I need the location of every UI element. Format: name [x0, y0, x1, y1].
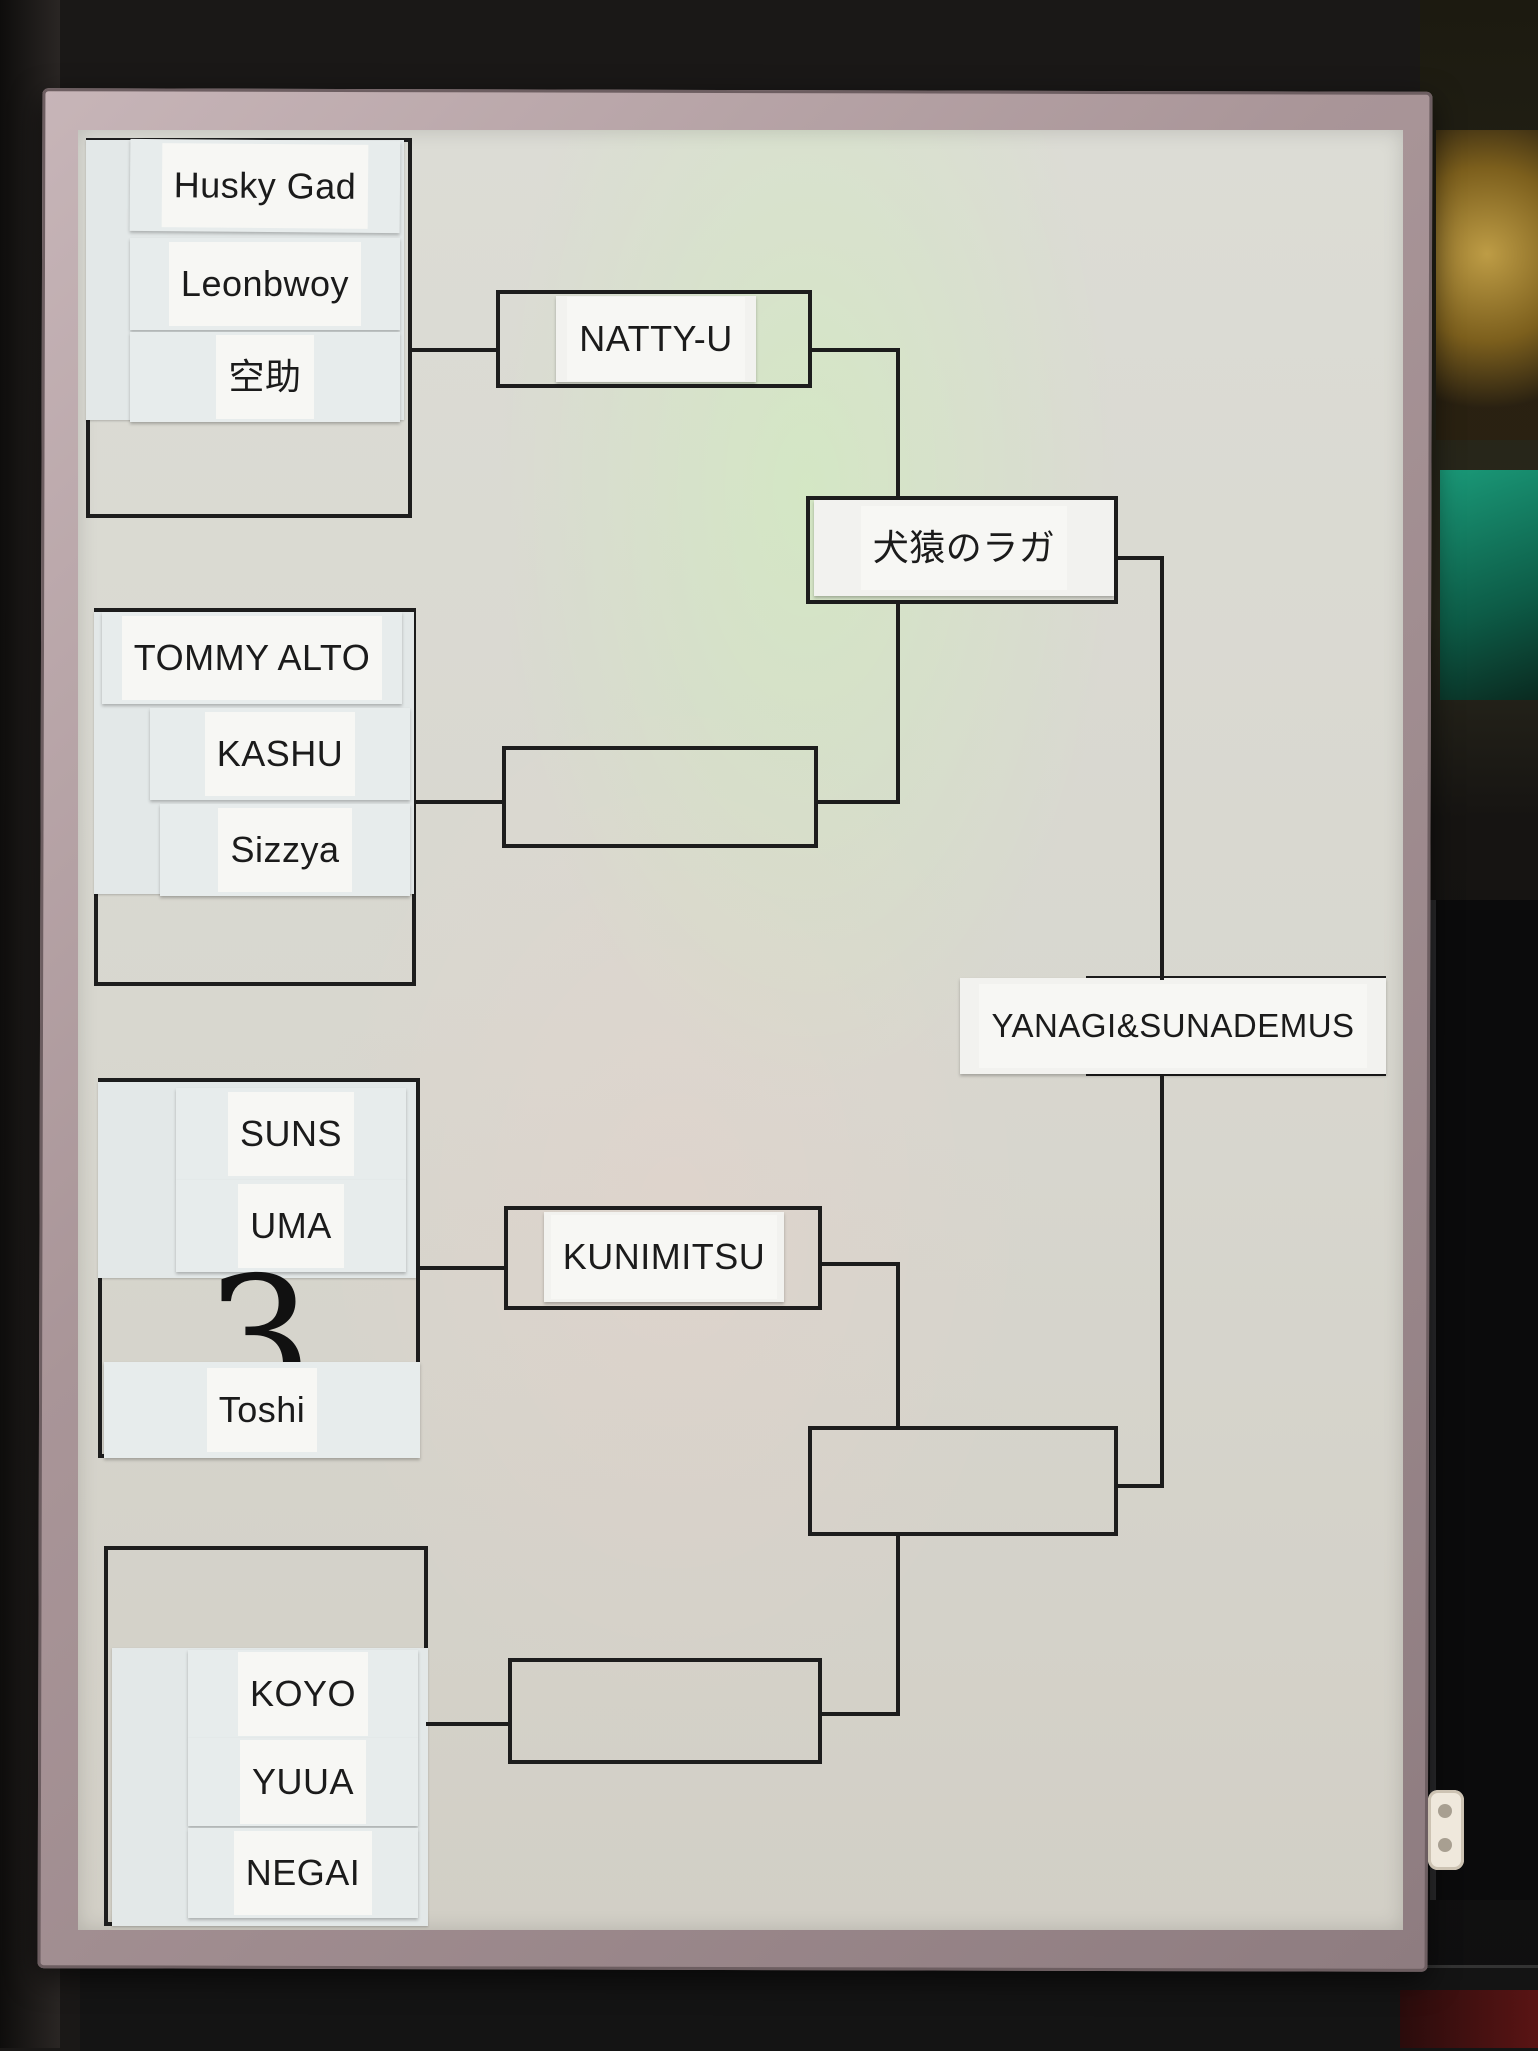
- connector-line: [418, 1266, 506, 1270]
- player-name: KOYO: [237, 1652, 369, 1736]
- background-red-light: [1400, 1990, 1538, 2048]
- player-card-group1-3: 空助: [130, 332, 400, 422]
- background-monitor: [1430, 900, 1538, 1900]
- connector-line: [896, 1262, 900, 1430]
- final-winner-card: YANAGI&SUNADEMUS: [960, 978, 1386, 1074]
- player-name: 空助: [216, 335, 314, 419]
- frame-clip: [1428, 1790, 1464, 1870]
- player-name: NEGAI: [233, 1831, 373, 1915]
- connector-line: [1116, 1484, 1164, 1488]
- player-card-group2-1: TOMMY ALTO: [102, 612, 402, 704]
- player-name: UMA: [238, 1184, 344, 1268]
- connector-line: [410, 348, 498, 352]
- player-name: YUUA: [239, 1740, 367, 1824]
- player-name: Sizzya: [218, 808, 352, 892]
- semifinal-slot-bottom: [808, 1426, 1118, 1536]
- winner-name: 犬猿のラガ: [860, 506, 1068, 590]
- connector-line: [820, 1712, 900, 1716]
- round2-slot-4: [508, 1658, 822, 1764]
- semifinal-winner-card-top: 犬猿のラガ: [814, 500, 1114, 596]
- winner-name: KUNIMITSU: [550, 1215, 778, 1299]
- player-card-group4-2: YUUA: [188, 1738, 418, 1826]
- player-card-group4-1: KOYO: [188, 1650, 418, 1738]
- connector-line: [896, 1534, 900, 1716]
- connector-line: [1160, 556, 1164, 980]
- connector-line: [414, 800, 504, 804]
- connector-line: [1160, 1076, 1164, 1488]
- player-card-group1-2: Leonbwoy: [130, 238, 400, 330]
- player-name: TOMMY ALTO: [121, 616, 383, 700]
- champion-name: YANAGI&SUNADEMUS: [979, 984, 1367, 1068]
- connector-line: [810, 348, 900, 352]
- round2-slot-1: [496, 290, 812, 388]
- player-name: SUNS: [227, 1092, 355, 1176]
- connector-line: [820, 1262, 900, 1266]
- round2-winner-card-1: NATTY-U: [556, 296, 756, 382]
- round2-slot-3: [504, 1206, 822, 1310]
- player-name: Husky Gad: [161, 143, 369, 229]
- player-name: KASHU: [204, 712, 356, 796]
- banner-lion-emblem: [1436, 130, 1538, 440]
- connector-line: [896, 348, 900, 500]
- player-card-group2-3: Sizzya: [160, 804, 410, 896]
- semifinal-slot-top: [806, 496, 1118, 604]
- connector-line: [816, 800, 900, 804]
- player-name: Leonbwoy: [168, 242, 362, 326]
- connector-line: [426, 1722, 510, 1726]
- player-card-group3-2: UMA: [176, 1180, 406, 1272]
- round2-winner-card-3: KUNIMITSU: [544, 1212, 784, 1302]
- round2-slot-2: [502, 746, 818, 848]
- player-card-group2-2: KASHU: [150, 708, 410, 800]
- player-card-group1-1: Husky Gad: [129, 138, 401, 234]
- easel-stand: [80, 1965, 1538, 2051]
- player-card-group4-3: NEGAI: [188, 1828, 418, 1918]
- player-card-group3-3: Toshi: [104, 1362, 420, 1458]
- player-name: Toshi: [206, 1368, 318, 1452]
- connector-line: [896, 604, 900, 804]
- player-card-group3-1: SUNS: [176, 1088, 406, 1180]
- winner-name: NATTY-U: [567, 297, 745, 381]
- connector-line: [1116, 556, 1164, 560]
- banner-teal-lettering: [1440, 470, 1538, 700]
